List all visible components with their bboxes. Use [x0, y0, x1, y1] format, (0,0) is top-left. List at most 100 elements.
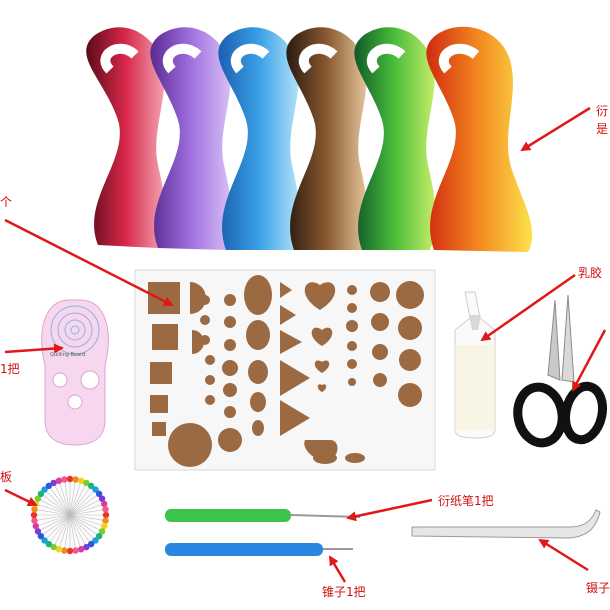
pin-shaft	[59, 482, 71, 516]
pin-shaft	[69, 509, 104, 516]
pin-head	[50, 543, 57, 551]
tweezers	[411, 509, 601, 539]
pin-head	[101, 500, 108, 508]
pin-head	[83, 543, 90, 551]
pin-head	[37, 490, 45, 498]
pin-head	[55, 546, 63, 553]
strip-bundle-red	[86, 27, 166, 248]
pin-shaft	[69, 487, 91, 516]
pin-head	[31, 517, 38, 524]
pin-shaft	[69, 514, 103, 526]
pin-shaft	[69, 514, 76, 549]
pin-shaft	[69, 514, 104, 521]
pin-shaft	[64, 514, 71, 549]
pin-shaft	[39, 499, 71, 516]
label-glue: 乳胶	[578, 266, 603, 280]
pin-head	[102, 511, 110, 519]
pin-head	[83, 479, 90, 487]
pin-head	[102, 506, 109, 513]
pin-shaft	[45, 490, 71, 516]
pin-head	[55, 477, 63, 484]
pin-shaft	[69, 514, 86, 546]
strip-bundle-purple	[150, 27, 232, 250]
pin-head	[41, 486, 48, 493]
callout-arrows	[4, 106, 607, 583]
pin-head	[31, 506, 38, 513]
pin-head	[101, 522, 108, 530]
pin-head	[37, 532, 45, 540]
pin-head	[45, 482, 53, 490]
pin-shaft	[69, 481, 76, 516]
quilling-strips	[86, 26, 533, 252]
strip-bundle-blue	[218, 27, 300, 250]
pin-shaft	[69, 482, 81, 516]
pin-head	[41, 537, 48, 544]
pin-shaft	[59, 514, 71, 548]
label-quilling-strips-2: 是	[596, 122, 609, 136]
pin-shaft	[42, 494, 71, 516]
strip-bundle-green	[354, 27, 436, 250]
pin-shaft	[37, 504, 71, 516]
label-awl: 锥子1把	[322, 585, 366, 599]
scissors	[513, 294, 607, 448]
pin-head	[92, 537, 99, 544]
pin-head	[72, 547, 79, 554]
pin-shaft	[36, 514, 71, 521]
pin-head	[77, 546, 85, 553]
pin-shaft	[69, 514, 101, 531]
slotted-tool	[165, 509, 361, 522]
pin-shaft	[36, 509, 71, 516]
label-pins-board: 板	[0, 470, 13, 484]
pin-shaft	[69, 514, 95, 540]
pin-shaft	[69, 499, 101, 516]
label-tweezers: 镊子	[586, 581, 610, 595]
pin-head	[45, 540, 53, 548]
label-count-suffix: 个	[0, 195, 13, 209]
pin-head	[34, 528, 42, 535]
pin-head	[102, 517, 109, 524]
label-quilling-strips: 衍	[596, 104, 609, 118]
ruler-brand-text: Quilling Board	[50, 352, 85, 358]
pin-shaft	[69, 490, 95, 516]
pin-shaft	[64, 481, 71, 516]
glue-bottle	[454, 291, 496, 439]
pin-head	[92, 486, 99, 493]
pin-head	[87, 482, 95, 490]
pin-head	[32, 522, 39, 530]
pin-head	[50, 479, 57, 487]
pin-head	[98, 495, 106, 502]
pin-shaft	[39, 514, 71, 531]
pin-shaft	[54, 514, 71, 546]
pin-shaft	[69, 514, 98, 536]
pin-head	[87, 540, 95, 548]
pin-head	[98, 528, 106, 535]
pin-head	[66, 475, 74, 483]
pin-shaft	[69, 514, 81, 548]
pin-shaft	[49, 514, 71, 543]
pin-head	[30, 511, 38, 519]
pin-shaft	[54, 484, 71, 516]
circle-template-board	[134, 269, 436, 471]
strip-bundle-orange	[426, 26, 533, 252]
pin-shaft	[69, 484, 86, 516]
label-crimper-count: 1把	[0, 362, 20, 376]
pin-shaft	[42, 514, 71, 536]
pin-head	[61, 476, 68, 483]
pin-shaft	[69, 504, 103, 516]
pin-head	[95, 532, 103, 540]
pin-head	[66, 547, 74, 555]
pin-shaft	[37, 514, 71, 526]
label-slotted-tool: 衍纸笔1把	[438, 494, 494, 508]
awl-tool	[165, 543, 353, 556]
pin-head	[72, 476, 79, 483]
pin-shaft	[69, 514, 91, 543]
strip-bundle-brown	[286, 27, 368, 250]
pin-shaft	[69, 494, 98, 516]
pin-shaft	[49, 487, 71, 516]
pin-shaft	[45, 514, 71, 540]
pin-head	[95, 490, 103, 498]
circle-sizer-ruler: Quilling Board	[41, 299, 109, 446]
pin-wheel	[30, 475, 110, 555]
pin-head	[61, 547, 68, 554]
